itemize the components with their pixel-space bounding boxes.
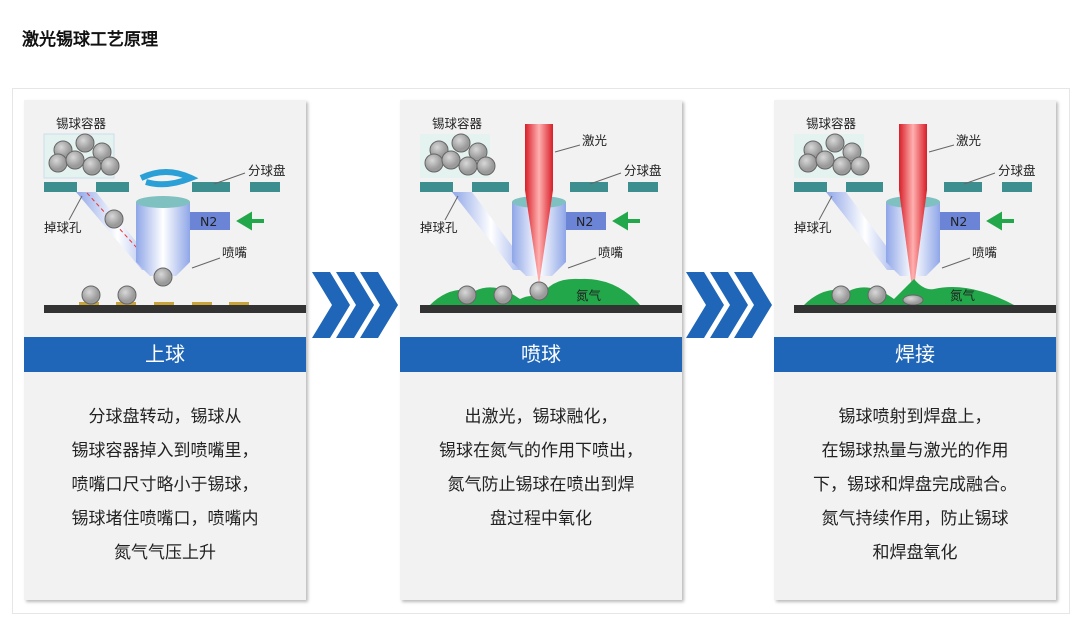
step-description: 出激光，锡球融化， 锡球在氮气的作用下喷出， 氮气防止锡球在喷出到焊 盘过程中氧… <box>439 407 643 529</box>
diagram-label: 氮气 <box>950 288 976 303</box>
nozzle <box>136 202 190 276</box>
step-title-bar: 焊接 <box>774 337 1056 372</box>
diagram-label: 锡球容器 <box>56 116 107 131</box>
diagram-label: N2 <box>200 214 217 229</box>
diagram-label: 掉球孔 <box>794 220 832 235</box>
chevron-arrow-icon <box>686 272 772 342</box>
laser-beam <box>899 124 927 295</box>
diagram-label: 氮气 <box>576 288 602 303</box>
nitrogen-gas <box>804 279 1014 305</box>
step-title-bar: 喷球 <box>400 337 682 372</box>
diagram-label: 分球盘 <box>248 163 286 178</box>
board <box>44 305 306 313</box>
diagram-label: 掉球孔 <box>44 220 82 235</box>
diagram-label: 锡球容器 <box>806 116 857 131</box>
diagram-label: 喷嘴 <box>222 245 248 260</box>
n2-inlet <box>190 212 230 230</box>
distribution-disk <box>420 182 658 192</box>
step2-diagram: N2 锡球容器 激光 分球盘 掉球孔 喷嘴 氮气 <box>420 116 682 313</box>
step-panel-2: N2 锡球容器 激光 分球盘 掉球孔 喷嘴 氮气 喷球 出激光，锡球融化， 锡球… <box>400 100 682 600</box>
step-description: 锡球喷射到焊盘上， 在锡球热量与激光的作用 下，锡球和焊盘完成融合。 氮气持续作… <box>813 407 1017 563</box>
diagram-label: 掉球孔 <box>420 220 458 235</box>
laser-beam <box>525 124 553 285</box>
diagram-label: 分球盘 <box>998 163 1036 178</box>
diagram-label: N2 <box>576 214 593 229</box>
diagram-label: 分球盘 <box>624 163 662 178</box>
distribution-disk <box>44 182 280 192</box>
board <box>794 305 1056 313</box>
step-panel-1: N2 锡球容器 分球盘 掉球孔 喷嘴 上球 分球盘转动，锡球从 锡球容器掉入到喷… <box>24 100 306 600</box>
page-title: 激光锡球工艺原理 <box>22 30 158 50</box>
rotate-arrow-icon <box>139 169 199 188</box>
distribution-disk <box>794 182 1032 192</box>
diagram-label: 锡球容器 <box>432 116 483 131</box>
step3-diagram: N2 锡球容器 激光 分球盘 掉球孔 喷嘴 氮气 <box>794 116 1056 313</box>
gas-arrow-icon <box>986 211 1014 231</box>
diagram-label: 喷嘴 <box>598 245 624 260</box>
gas-arrow-icon <box>612 211 640 231</box>
chevron-arrow-icon <box>312 272 398 342</box>
solder-balls <box>48 133 120 176</box>
step-panel-3: N2 锡球容器 激光 分球盘 掉球孔 喷嘴 氮气 焊接 锡球喷射到焊盘上， 在锡… <box>774 100 1056 600</box>
step-description: 分球盘转动，锡球从 锡球容器掉入到喷嘴里， 喷嘴口尺寸略小于锡球， 锡球堵住喷嘴… <box>71 407 259 563</box>
diagram-label: 激光 <box>956 133 981 148</box>
step-title-bar: 上球 <box>24 337 306 372</box>
diagram-label: 喷嘴 <box>972 245 998 260</box>
nitrogen-gas <box>430 278 640 305</box>
diagram-label: N2 <box>950 214 967 229</box>
diagram-label: 激光 <box>582 133 607 148</box>
board <box>420 305 682 313</box>
step1-diagram: N2 锡球容器 分球盘 掉球孔 喷嘴 <box>43 116 306 313</box>
gas-arrow-icon <box>236 211 264 231</box>
